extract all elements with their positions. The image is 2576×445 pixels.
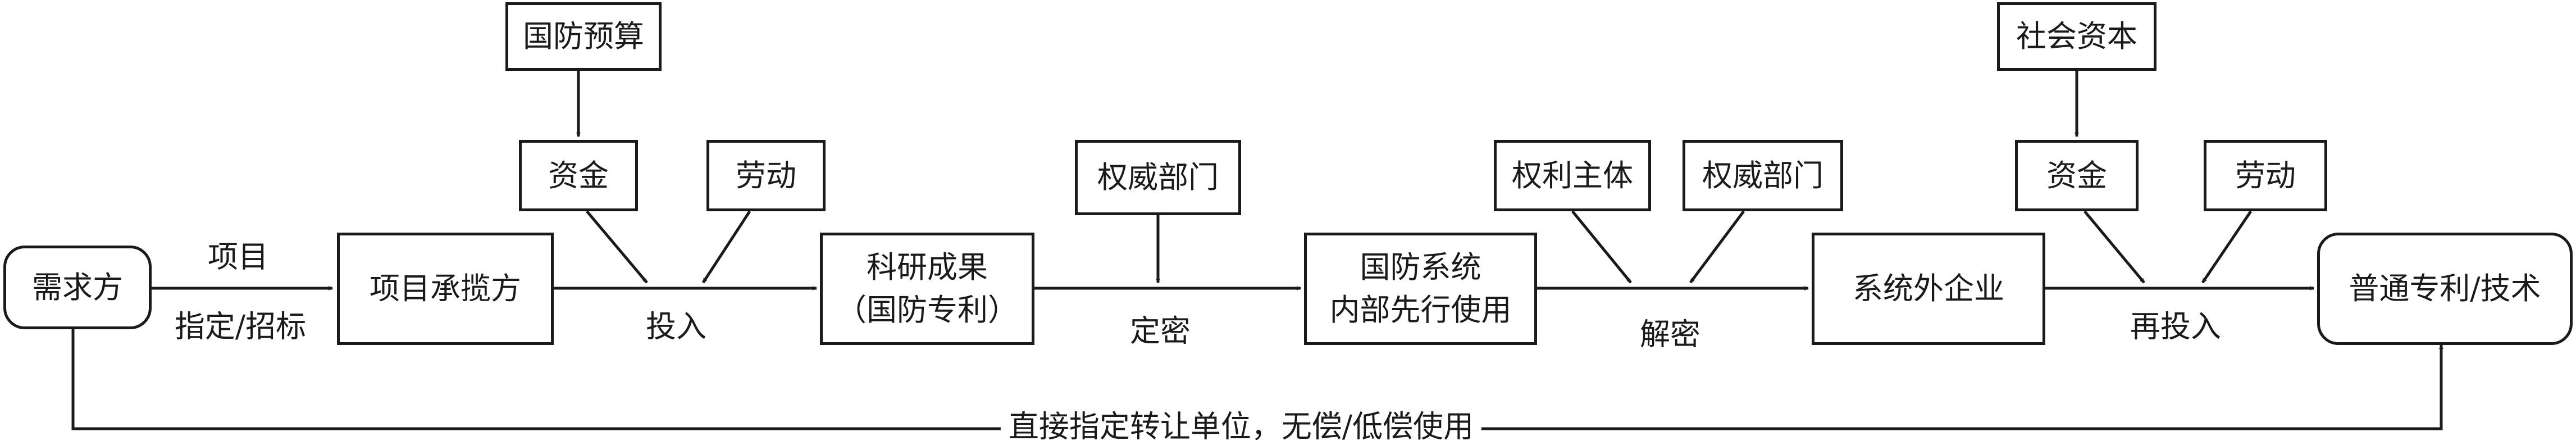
arrow-rights-holder-to-declassify [1571,210,1632,284]
external-label: 系统外企业 [1853,271,2004,307]
demand-box: 需求方 [3,246,152,329]
result-label-line2: （国防专利） [836,292,1018,328]
labor2-label: 劳动 [2235,157,2296,193]
funds2-box: 资金 [2015,140,2139,211]
arrow-authority2-to-declassify [1689,210,1745,284]
edge-label-bottom-bypass: 直接指定转让单位，无偿/低偿使用 [1000,408,1482,445]
social-capital-box: 社会资本 [1997,2,2156,71]
arrow-labor1-to-invest [701,210,751,284]
funds2-label: 资金 [2046,157,2107,193]
general-patent-box: 普通专利/技术 [2317,233,2573,345]
result-label-line1: 科研成果 [867,249,988,285]
social-capital-label: 社会资本 [2016,19,2137,55]
funds1-box: 资金 [519,140,638,211]
internal-label-line1: 国防系统 [1360,249,1481,285]
contractor-box: 项目承揽方 [337,233,554,345]
edge-label-project: 项目 [208,239,268,275]
edge-label-declassify: 解密 [1640,316,1700,352]
general-label: 普通专利/技术 [2349,271,2541,307]
internal-label-line2: 内部先行使用 [1329,292,1512,328]
research-result-box: 科研成果 （国防专利） [820,233,1034,345]
demand-label: 需求方 [32,269,123,305]
authority1-label: 权威部门 [1097,160,1219,196]
rights-holder-label: 权利主体 [1512,157,1633,193]
labor1-label: 劳动 [736,157,796,193]
external-enterprise-box: 系统外企业 [1812,233,2045,345]
edge-label-classify: 定密 [1130,313,1191,349]
edge-label-invest: 投入 [646,308,706,344]
authority2-label: 权威部门 [1702,157,1823,193]
budget-box: 国防预算 [505,2,662,71]
arrow-funds2-to-reinvest [2083,210,2145,284]
funds1-label: 资金 [548,157,609,193]
labor1-box: 劳动 [706,140,826,211]
contractor-label: 项目承揽方 [370,271,521,307]
internal-use-box: 国防系统 内部先行使用 [1304,233,1537,345]
labor2-box: 劳动 [2204,140,2327,211]
budget-label: 国防预算 [523,19,644,55]
edge-label-reinvest: 再投入 [2130,308,2221,344]
edge-label-assign: 指定/招标 [174,308,307,344]
arrow-funds1-to-invest [586,210,648,284]
authority1-box: 权威部门 [1075,140,1241,215]
rights-holder-box: 权利主体 [1494,140,1651,211]
arrow-labor2-to-reinvest [2201,210,2253,284]
authority2-box: 权威部门 [1683,140,1843,211]
